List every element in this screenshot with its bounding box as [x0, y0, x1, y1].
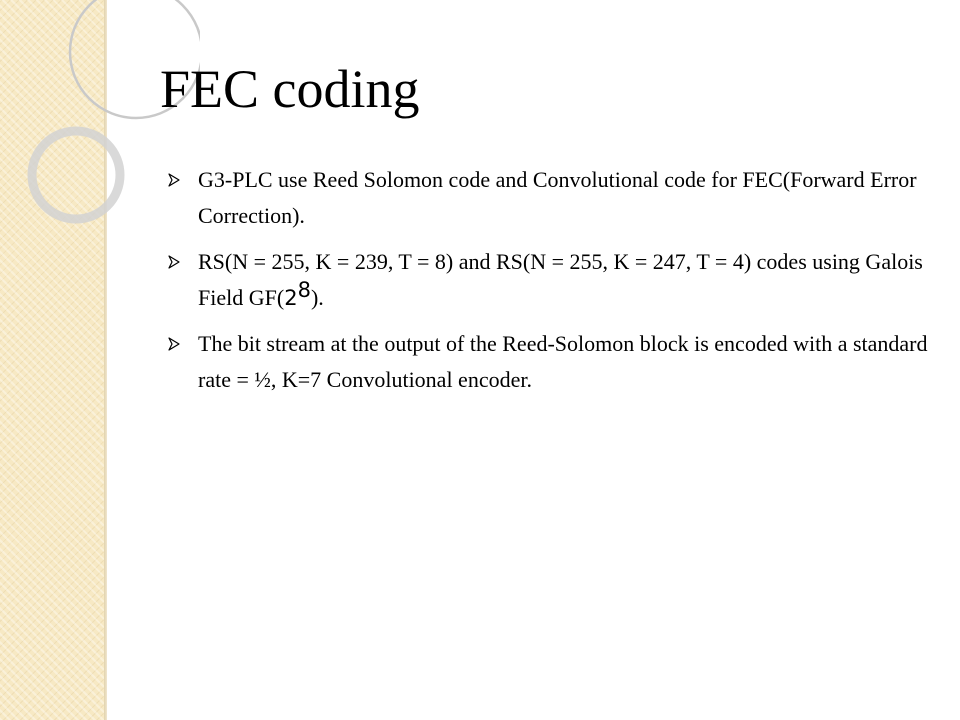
- slide-title: FEC coding: [160, 59, 420, 119]
- bullet-item: The bit stream at the output of the Reed…: [168, 326, 928, 398]
- gf-base: 2: [284, 286, 298, 310]
- large-ring-icon: [68, 0, 200, 120]
- arrow-bullet-icon: [168, 337, 180, 351]
- bullet-text: RS(N = 255, K = 239, T = 8) and RS(N = 2…: [198, 249, 923, 310]
- arrow-bullet-icon: [168, 255, 180, 269]
- small-ring-icon: [27, 126, 125, 224]
- bullet-item: G3-PLC use Reed Solomon code and Convolu…: [168, 162, 928, 234]
- gf-exponent: 8: [297, 278, 311, 302]
- bullet-text-end: ).: [310, 285, 324, 310]
- bullet-text: The bit stream at the output of the Reed…: [198, 331, 928, 392]
- side-panel: [0, 0, 106, 720]
- side-panel-edge: [104, 0, 107, 720]
- bullet-list: G3-PLC use Reed Solomon code and Convolu…: [168, 162, 928, 408]
- decorative-rings: [27, 0, 200, 224]
- bullet-item: RS(N = 255, K = 239, T = 8) and RS(N = 2…: [168, 244, 928, 316]
- bullet-text: G3-PLC use Reed Solomon code and Convolu…: [198, 167, 917, 228]
- arrow-bullet-icon: [168, 173, 180, 187]
